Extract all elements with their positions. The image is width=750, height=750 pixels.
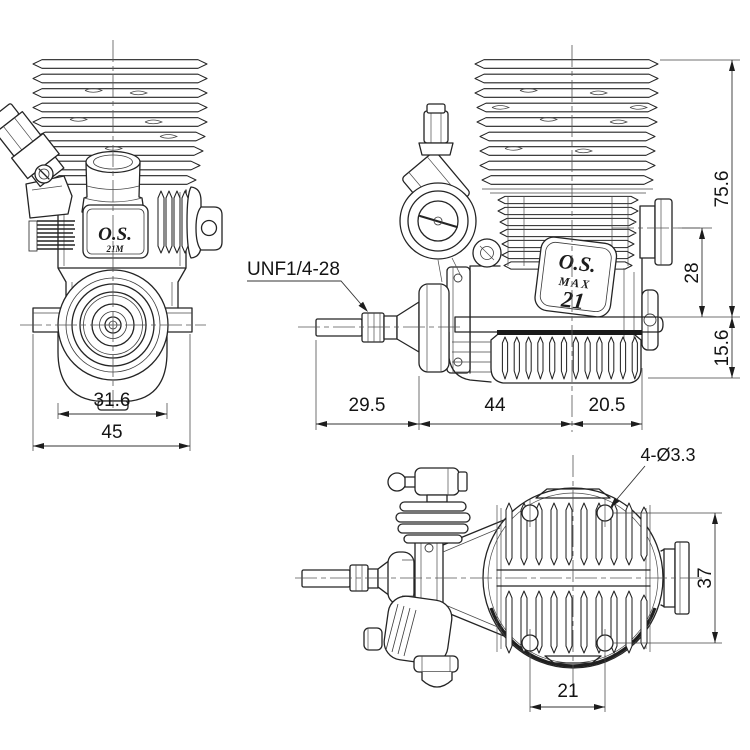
side-badge: O.S. MAX 21	[534, 236, 618, 318]
top-view-dimensions: 4-Ø3.3 37 21	[529, 445, 722, 712]
dim-overall-width: 45	[101, 422, 122, 443]
top-mounting-holes	[521, 499, 614, 657]
front-head-fins	[32, 59, 208, 185]
front-view-dimensions: 31.6 45	[32, 334, 191, 451]
side-badge-max: MAX	[557, 274, 592, 292]
dim-center-to-rear: 20.5	[589, 395, 626, 416]
dim-exhaust-center-height: 28	[682, 262, 703, 283]
front-badge-21m: 21M	[105, 244, 124, 254]
unf-leader-line	[247, 280, 367, 311]
dim-hole-pitch-side: 37	[695, 567, 716, 588]
fuel-nipple-ball	[387, 472, 407, 492]
side-fin-details	[491, 88, 648, 154]
top-carburetor	[387, 467, 471, 544]
dim-washer-to-center: 44	[484, 395, 506, 416]
side-head-fins	[474, 59, 659, 185]
callout-mounting-holes: 4-Ø3.3	[640, 445, 695, 465]
crankshaft-thread	[361, 312, 385, 343]
dim-shaft-length: 29.5	[349, 395, 386, 416]
side-jacket-fins	[497, 195, 639, 270]
front-badge-os: O.S.	[98, 224, 132, 245]
side-view-dimensions: UNF1/4-28 29.5 44 20.5 75.6 28 15.6	[247, 59, 740, 430]
side-carburetor	[399, 103, 502, 283]
drive-washer	[418, 283, 450, 373]
holes-leader-line	[611, 465, 646, 506]
front-exhaust-stack	[157, 190, 189, 254]
front-needle-valve	[28, 220, 38, 252]
side-badge-os: O.S.	[557, 249, 597, 277]
dim-overall-height: 75.6	[712, 171, 733, 208]
side-crankshaft	[315, 283, 450, 373]
side-exhaust-outlet	[639, 198, 673, 266]
side-bottom-fins	[448, 330, 642, 384]
front-carburetor	[0, 103, 73, 219]
front-bracket	[195, 206, 223, 251]
front-badge: O.S. 21M	[82, 204, 149, 259]
dim-crankcase-width: 31.6	[94, 390, 131, 411]
side-crankcase	[446, 257, 659, 374]
top-head-fins	[496, 502, 651, 654]
callout-crankshaft-thread: UNF1/4-28	[247, 259, 340, 280]
dim-hole-pitch-front: 21	[557, 681, 578, 702]
side-front-housing	[446, 266, 471, 374]
front-fin-details	[69, 88, 178, 151]
fuel-nipple	[423, 110, 449, 144]
top-rear-needle-assembly	[363, 595, 459, 688]
top-view	[295, 455, 705, 700]
dim-mount-to-bottom: 15.6	[712, 330, 733, 367]
front-view: O.S. 21M	[0, 40, 223, 411]
side-mounting-lug	[454, 316, 664, 333]
side-view: O.S. MAX 21	[298, 45, 700, 432]
